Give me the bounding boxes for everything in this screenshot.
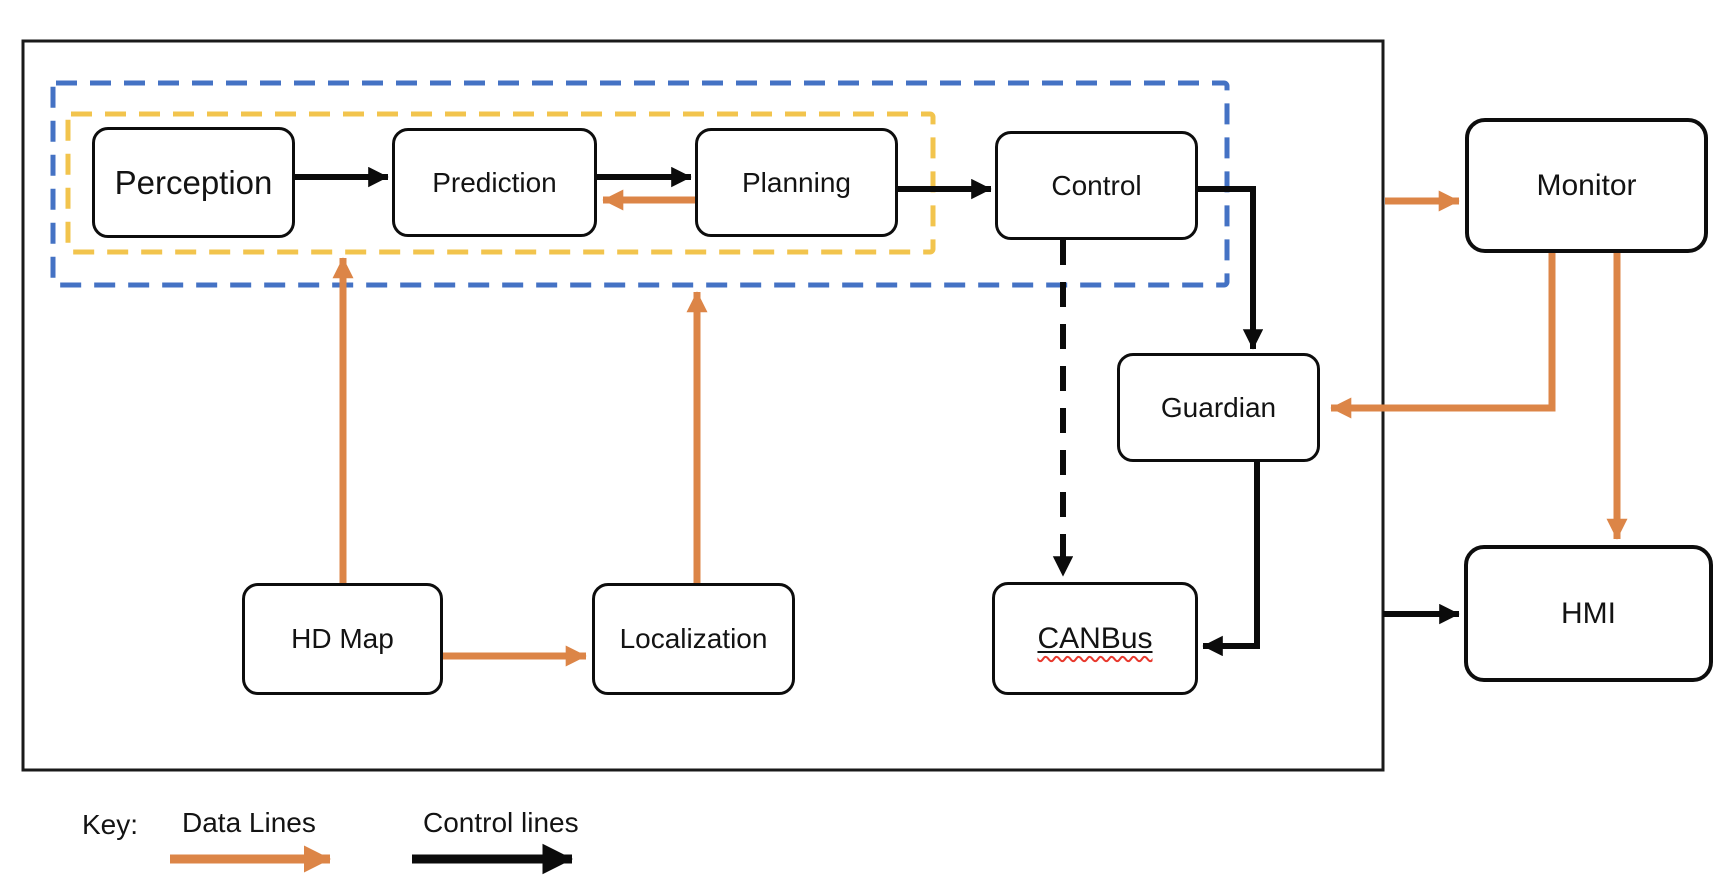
node-prediction: Prediction — [392, 128, 597, 237]
node-perception-label: Perception — [114, 163, 273, 201]
node-guardian: Guardian — [1117, 353, 1320, 462]
node-monitor-label: Monitor — [1536, 168, 1637, 202]
node-planning: Planning — [695, 128, 898, 237]
node-hmi: HMI — [1464, 545, 1713, 682]
edge-monitor-guardian — [1330, 253, 1556, 419]
node-control: Control — [995, 131, 1198, 240]
edge-control-guardian — [1196, 186, 1264, 350]
node-canbus: CANBus — [992, 582, 1198, 695]
node-guardian-label: Guardian — [1160, 391, 1277, 423]
node-perception: Perception — [92, 127, 295, 238]
node-hmi-label: HMI — [1561, 596, 1616, 630]
edge-guardian-canbus — [1202, 460, 1260, 657]
node-hdmap-label: HD Map — [291, 623, 394, 654]
node-prediction-label: Prediction — [432, 166, 557, 198]
pipeline-group-outline — [65, 111, 936, 255]
node-control-label: Control — [1051, 169, 1142, 201]
key-label: Key: — [82, 809, 139, 840]
node-monitor: Monitor — [1465, 118, 1708, 253]
autonomy-group-outline — [50, 80, 1230, 288]
node-planning-label: Planning — [742, 166, 851, 198]
canbus-spellcheck-underline: CANBus — [1037, 622, 1152, 656]
key-data-lines-label: Data Lines — [182, 807, 316, 838]
node-hdmap: HD Map — [242, 583, 443, 695]
node-canbus-label: CANBus — [1037, 621, 1153, 655]
node-localization-label: Localization — [619, 623, 768, 654]
node-localization: Localization — [592, 583, 795, 695]
key-control-lines-label: Control lines — [423, 807, 579, 838]
